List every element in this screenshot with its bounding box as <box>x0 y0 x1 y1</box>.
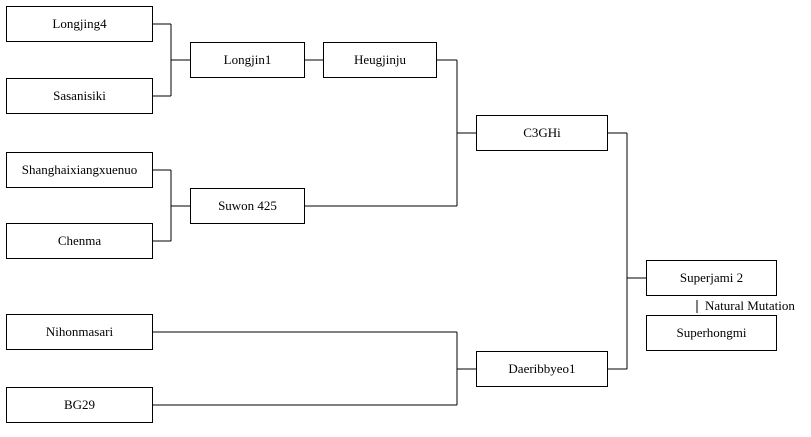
node-superjami2: Superjami 2 <box>646 260 777 296</box>
mutation-label: Natural Mutation <box>705 298 795 313</box>
node-nihonmasari: Nihonmasari <box>6 314 153 350</box>
node-heugjinju: Heugjinju <box>323 42 437 78</box>
node-longjing4: Longjing4 <box>6 6 153 42</box>
node-daeribbyeo1: Daeribbyeo1 <box>476 351 608 387</box>
node-sasanisiki: Sasanisiki <box>6 78 153 114</box>
node-c3ghi: C3GHi <box>476 115 608 151</box>
node-superhongmi: Superhongmi <box>646 315 777 351</box>
node-shanghaixiangxuenuo: Shanghaixiangxuenuo <box>6 152 153 188</box>
node-bg29: BG29 <box>6 387 153 423</box>
node-chenma: Chenma <box>6 223 153 259</box>
node-longjin1: Longjin1 <box>190 42 305 78</box>
node-suwon425: Suwon 425 <box>190 188 305 224</box>
